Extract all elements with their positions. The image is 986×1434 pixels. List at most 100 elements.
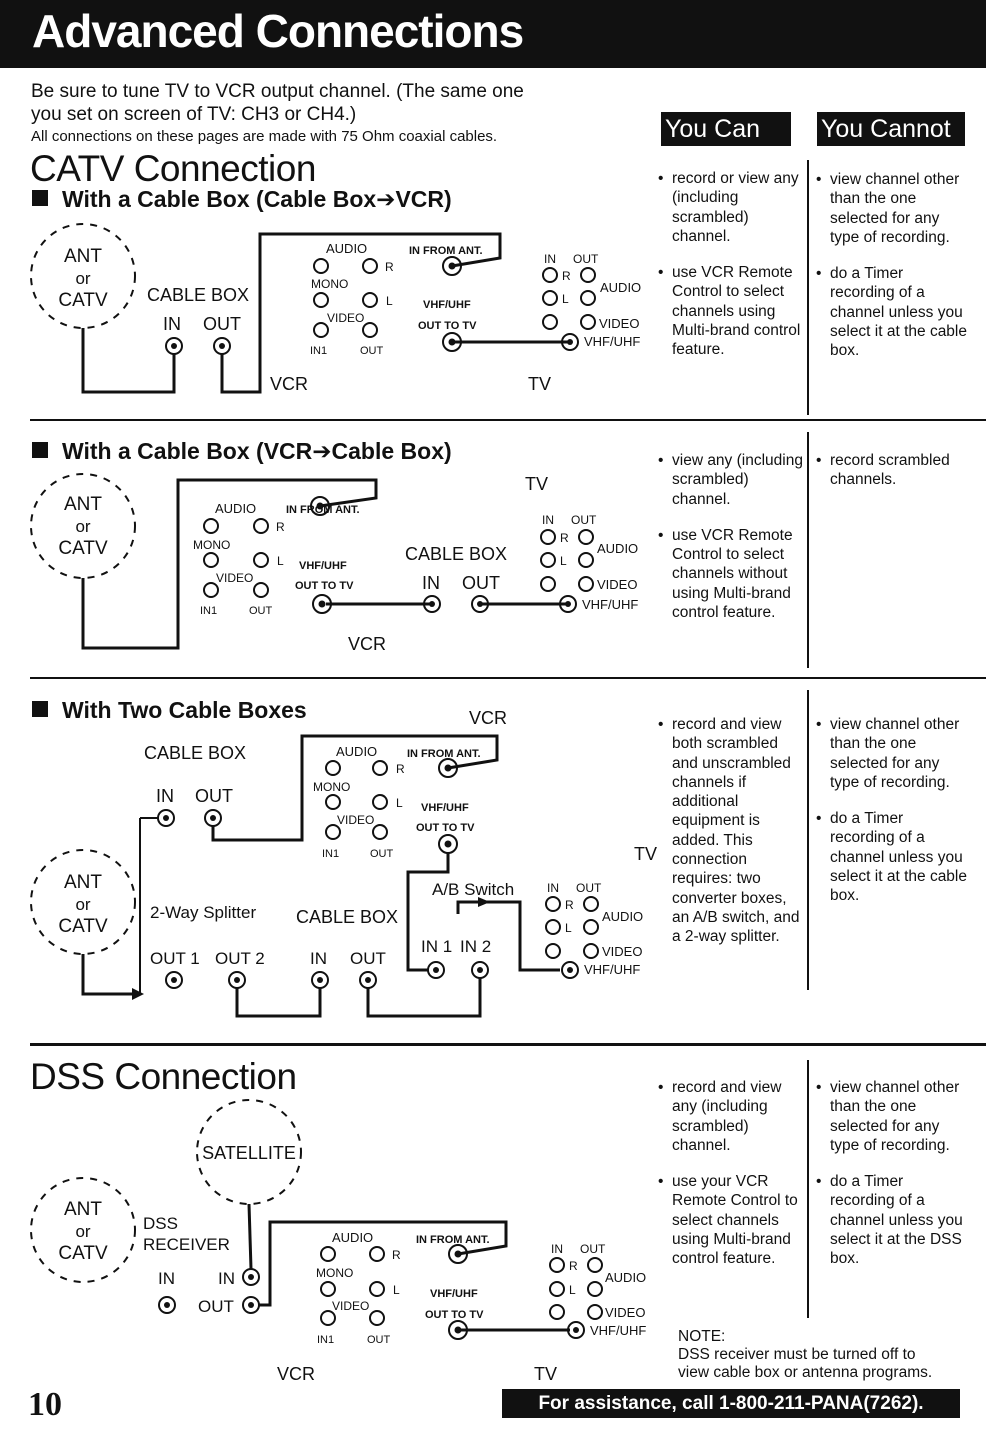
tv-r-label: R — [569, 1259, 578, 1273]
tv-audio-label: AUDIO — [597, 541, 638, 556]
cable-box-to-vcr — [220, 232, 502, 394]
out-to-tv-label: OUT TO TV — [425, 1309, 484, 1321]
coax-jack-icon — [448, 1244, 468, 1264]
in-from-ant-label: IN FROM ANT. — [416, 1234, 490, 1246]
audio-l-jack — [325, 794, 341, 810]
audio-l-jack — [313, 292, 329, 308]
audio-r-jack — [369, 1246, 385, 1262]
tv-l-label: L — [569, 1283, 576, 1297]
tv-audio-jack — [540, 552, 556, 568]
in1-label: IN1 — [310, 345, 327, 357]
vhf-uhf-label: VHF/UHF — [421, 802, 469, 814]
cannot-item: do a Timer recording of a channel unless… — [816, 1172, 968, 1268]
cable-box2-to-switch — [366, 978, 482, 1018]
mono-label: MONO — [311, 277, 348, 291]
mono-label: MONO — [316, 1266, 353, 1280]
cable-box-label: CABLE BOX — [405, 544, 507, 564]
ant-label: ANT — [64, 1199, 102, 1220]
l-label: L — [386, 294, 393, 308]
audio-l-jack — [253, 552, 269, 568]
assistance-banner: For assistance, call 1-800-211-PANA(7262… — [502, 1389, 960, 1418]
vcr-label: VCR — [277, 1364, 315, 1384]
tv-video-jack — [545, 943, 561, 959]
tv-video-label: VIDEO — [602, 944, 642, 959]
tv-vhf-uhf-label: VHF/UHF — [584, 334, 640, 349]
out-small-label: OUT — [367, 1334, 391, 1346]
column-divider — [807, 160, 809, 415]
tv-label: TV — [634, 844, 657, 864]
video-label: VIDEO — [216, 571, 253, 585]
audio-l-jack — [203, 552, 219, 568]
cannot-item: do a Timer recording of a channel unless… — [816, 809, 968, 905]
audio-r-jack — [325, 760, 341, 776]
ant-label: ANT — [64, 872, 102, 893]
switch-arrow-icon — [478, 897, 490, 907]
subsection-title: With a Cable Box (VCR➔Cable Box) — [62, 438, 452, 464]
can-item: use VCR Remote Control to select channel… — [658, 526, 806, 622]
coax-jack-icon — [471, 595, 489, 613]
tv-audio-jack — [578, 552, 594, 568]
vcr-label: VCR — [348, 634, 386, 654]
can-item: record and view both scrambled and unscr… — [658, 715, 806, 947]
ant-label: ANT — [64, 494, 102, 515]
section-divider — [30, 1043, 986, 1046]
column-divider — [807, 690, 809, 990]
l-label: L — [393, 1283, 400, 1297]
out-to-tv-label: OUT TO TV — [416, 822, 475, 834]
r-label: R — [385, 260, 394, 274]
tv-l-label: L — [562, 292, 569, 306]
tv-audio-jack — [549, 1257, 565, 1273]
coax-jack-icon — [438, 758, 458, 778]
tv-audio-jack — [587, 1281, 603, 1297]
out2-label: OUT 2 — [215, 949, 265, 968]
tv-l-label: L — [565, 921, 572, 935]
audio-l-jack — [320, 1281, 336, 1297]
coax-jack-icon — [559, 595, 577, 613]
video-jack — [362, 322, 378, 338]
column-divider — [807, 1060, 809, 1318]
cable-box-2-label: CABLE BOX — [296, 907, 398, 927]
tv-audio-jack — [580, 267, 596, 283]
or-label: or — [75, 1222, 90, 1241]
cannot-item: view channel other than the one selected… — [816, 170, 968, 247]
bullet-square — [32, 190, 48, 206]
page-title: Advanced Connections — [32, 5, 524, 57]
intro-line-3: All connections on these pages are made … — [31, 128, 498, 145]
tv-audio-jack — [578, 529, 594, 545]
coax-jack-icon — [438, 834, 458, 854]
cannot-list-two-cable-boxes: view channel other than the one selected… — [816, 715, 968, 923]
in-label: IN — [163, 314, 181, 334]
ab-switch-label: A/B Switch — [432, 880, 514, 899]
coax-jack-icon — [310, 496, 330, 516]
cannot-list-cable-box-to-vcr: view channel other than the one selected… — [816, 170, 968, 378]
coax-jack-icon — [242, 1296, 260, 1314]
can-item: use your VCR Remote Control to select ch… — [658, 1172, 806, 1268]
page-number: 10 — [28, 1386, 62, 1423]
audio-r-jack — [313, 258, 329, 274]
tv-l-label: L — [560, 554, 567, 568]
antenna-circle — [30, 473, 136, 579]
coax-jack-icon — [448, 1320, 468, 1340]
note-line-2: view cable box or antenna programs. — [678, 1364, 933, 1381]
coax-jack-icon — [423, 595, 441, 613]
cable-switch-to-tv — [456, 900, 560, 972]
cannot-list-dss: view channel other than the one selected… — [816, 1078, 968, 1286]
audio-l-jack — [362, 292, 378, 308]
tv-out-label: OUT — [580, 1242, 606, 1256]
arrow-icon — [132, 988, 144, 1000]
coax-jack-icon — [561, 333, 579, 351]
in1-label: IN1 — [317, 1334, 334, 1346]
tv-label: TV — [528, 374, 551, 394]
audio-label: AUDIO — [336, 744, 377, 759]
tv-audio-jack — [545, 896, 561, 912]
vhf-uhf-label: VHF/UHF — [430, 1288, 478, 1300]
audio-l-jack — [372, 794, 388, 810]
r-label: R — [396, 762, 405, 776]
out1-label: OUT 1 — [150, 949, 200, 968]
coax-jack-icon — [158, 1296, 176, 1314]
audio-r-jack — [253, 518, 269, 534]
can-list-vcr-to-cable-box: view any (including scrambled) channel. … — [658, 451, 806, 639]
can-item: record and view any (including scrambled… — [658, 1078, 806, 1155]
coax-jack-icon — [312, 594, 332, 614]
receiver-label: RECEIVER — [143, 1235, 230, 1254]
